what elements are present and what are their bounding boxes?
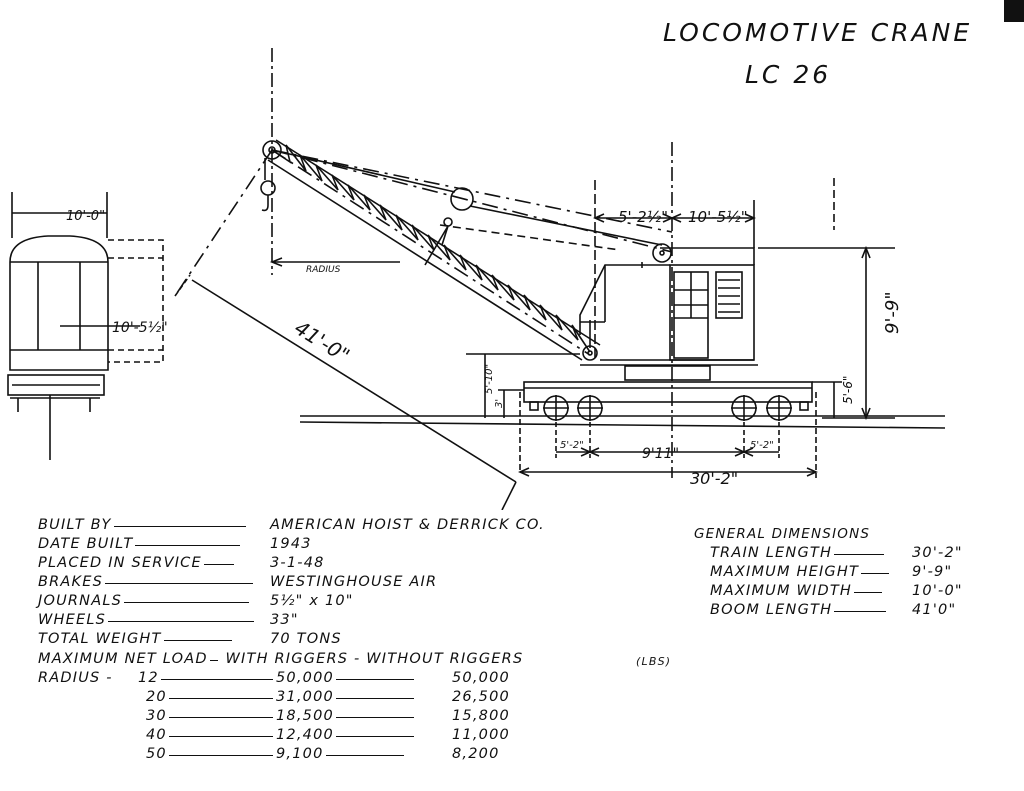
load-without: 26,500 <box>452 689 510 705</box>
load-row: 30 <box>146 708 275 724</box>
axle-height-label: 3' <box>494 399 505 408</box>
load-without: 11,000 <box>452 727 510 743</box>
end-inner-label: 10'-5½" <box>112 320 168 336</box>
end-width-label: 10'-0" <box>66 209 105 224</box>
general-row: BOOM LENGTH <box>710 602 888 618</box>
load-row: 20 <box>146 689 275 705</box>
spec-value: AMERICAN HOIST & DERRICK CO. <box>270 517 545 533</box>
spec-row: BUILT BY <box>38 517 248 533</box>
general-value: 10'-0" <box>912 583 963 599</box>
load-header: MAXIMUM NET LOAD WITH RIGGERS - WITHOUT … <box>38 651 524 667</box>
load-without: 50,000 <box>452 670 510 686</box>
load-row: 12 <box>138 670 275 686</box>
cab-length-label: 10'-5½" <box>688 208 748 226</box>
load-with: 31,000 <box>276 689 416 705</box>
spec-value: 1943 <box>270 536 312 552</box>
general-value: 41'0" <box>912 602 957 618</box>
load-row: 50 <box>146 746 275 762</box>
car-body <box>519 381 817 478</box>
general-row: TRAIN LENGTH <box>710 545 886 561</box>
load-without: 15,800 <box>452 708 510 724</box>
spec-value: 3-1-48 <box>270 555 325 571</box>
spec-value: 5½" x 10" <box>270 593 354 609</box>
general-value: 9'-9" <box>912 564 953 580</box>
spec-value: 70 TONS <box>270 631 342 647</box>
spec-row: BRAKES <box>38 574 255 590</box>
general-row: MAXIMUM HEIGHT <box>710 564 891 580</box>
cab <box>579 243 758 381</box>
height-label: 9'-9" <box>882 291 903 334</box>
load-row: 40 <box>146 727 275 743</box>
scan-corner-mark <box>1004 0 1024 22</box>
truck-right-label: 5'-2" <box>750 440 774 451</box>
title-line-2: LC 26 <box>745 60 832 89</box>
load-with: 12,400 <box>276 727 416 743</box>
boom-length-label: 41'-0" <box>290 316 354 368</box>
general-heading: GENERAL DIMENSIONS <box>694 526 871 542</box>
general-row: MAXIMUM WIDTH <box>710 583 884 599</box>
spec-value: 33" <box>270 612 299 628</box>
deck-height-label: 5'-10" <box>484 364 495 394</box>
spec-row: TOTAL WEIGHT <box>38 631 234 647</box>
load-with: 50,000 <box>276 670 416 686</box>
load-with: 18,500 <box>276 708 416 724</box>
title-line-1: LOCOMOTIVE CRANE <box>663 18 973 47</box>
end-view <box>7 192 164 460</box>
body-height-label: 5'-6" <box>841 376 855 404</box>
cab-offset-label: 5'-2½" <box>618 208 668 226</box>
radius-heading: RADIUS - <box>38 670 113 686</box>
radius-label: RADIUS <box>306 265 341 275</box>
load-with: 9,100 <box>276 746 406 762</box>
spec-row: PLACED IN SERVICE <box>38 555 236 571</box>
truck-center-label: 9'11" <box>642 446 679 462</box>
spec-row: DATE BUILT <box>38 536 242 552</box>
spec-row: JOURNALS <box>38 593 251 609</box>
spec-row: WHEELS <box>38 612 256 628</box>
load-without: 8,200 <box>452 746 500 762</box>
general-value: 30'-2" <box>912 545 963 561</box>
crane-drawing: 10'-0" 10'-5½" RADIUS 41'-0" 5'-2½" 10'-… <box>7 48 946 510</box>
spec-value: WESTINGHOUSE AIR <box>270 574 438 590</box>
load-units: (LBS) <box>636 655 672 668</box>
truck-left-label: 5'-2" <box>560 440 584 451</box>
overall-length-label: 30'-2" <box>690 469 738 488</box>
